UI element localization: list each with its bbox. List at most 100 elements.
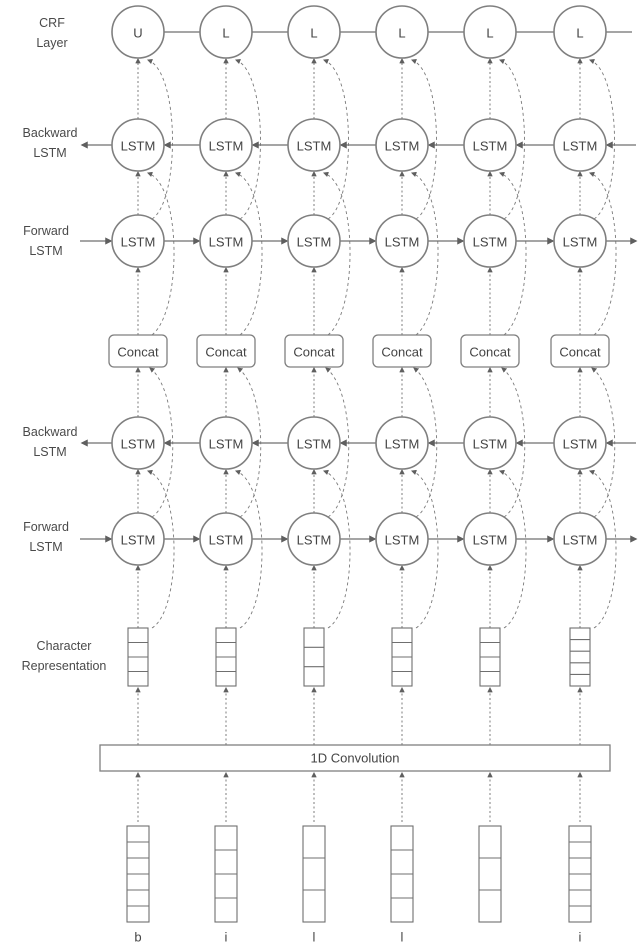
lstm-fwl-3-label: LSTM bbox=[385, 533, 420, 548]
convolution-box bbox=[99, 744, 611, 772]
skip-concat-bwu-0 bbox=[146, 171, 175, 336]
skip-fwl-concat-4 bbox=[501, 367, 526, 518]
lstm-fwu-4-circle bbox=[463, 214, 517, 268]
skip-fwu-crf-1 bbox=[234, 59, 261, 220]
skip-fwu-crf-5 bbox=[588, 59, 615, 220]
input-box-4 bbox=[478, 825, 502, 923]
lstm-bwl-0: LSTM bbox=[111, 416, 165, 470]
input-char-1: i bbox=[225, 930, 228, 945]
skip-fwl-concat-5 bbox=[591, 367, 616, 518]
skip-concat-bwu-5 bbox=[588, 171, 617, 336]
convolution-block: 1D Convolution bbox=[99, 744, 611, 772]
concat-label-4: Concat bbox=[469, 345, 511, 360]
crf-node-1-circle bbox=[199, 5, 253, 59]
backward-lower-label-line1: Backward bbox=[23, 425, 78, 439]
input-vector-1: i bbox=[214, 825, 238, 945]
crf-label-line2: Layer bbox=[36, 36, 67, 50]
crf-node-2-label: L bbox=[310, 26, 317, 41]
lstm-fwu-0: LSTM bbox=[111, 214, 165, 268]
input-vector-4 bbox=[478, 825, 502, 923]
lstm-bwu-4-label: LSTM bbox=[473, 139, 508, 154]
nodes: U LSTM LSTM LSTM LSTM Concat L LSTM LSTM LSTM LSTM… bbox=[108, 5, 610, 945]
concat-node-4: Concat bbox=[460, 334, 520, 368]
input-char-3: l bbox=[401, 930, 404, 945]
skip-char-bwl-4 bbox=[498, 469, 527, 629]
skip-char-bwl-1 bbox=[234, 469, 263, 629]
concat-node-3: Concat bbox=[372, 334, 432, 368]
lstm-bwl-5: LSTM bbox=[553, 416, 607, 470]
lstm-bwu-5: LSTM bbox=[553, 118, 607, 172]
lstm-fwl-4-label: LSTM bbox=[473, 533, 508, 548]
concat-node-5: Concat bbox=[550, 334, 610, 368]
lstm-bwu-2: LSTM bbox=[287, 118, 341, 172]
skip-char-bwl-2 bbox=[322, 469, 351, 629]
skip-char-bwl-0 bbox=[146, 469, 175, 629]
lstm-fwu-5-circle bbox=[553, 214, 607, 268]
crf-node-3: L bbox=[375, 5, 429, 59]
lstm-fwl-1-label: LSTM bbox=[209, 533, 244, 548]
skip-concat-bwu-4 bbox=[498, 171, 527, 336]
skip-char-bwl-3 bbox=[410, 469, 439, 629]
lstm-bwl-3-circle bbox=[375, 416, 429, 470]
lstm-fwu-2: LSTM bbox=[287, 214, 341, 268]
lstm-bwl-2-circle bbox=[287, 416, 341, 470]
skip-fwl-concat-3 bbox=[413, 367, 438, 518]
input-vector-5: i bbox=[568, 825, 592, 945]
lstm-bwl-5-circle bbox=[553, 416, 607, 470]
concat-box-0 bbox=[108, 334, 168, 368]
lstm-bwu-0: LSTM bbox=[111, 118, 165, 172]
input-char-0: b bbox=[134, 930, 141, 945]
char-rep-box-2 bbox=[303, 627, 325, 687]
lstm-fwl-5-label: LSTM bbox=[563, 533, 598, 548]
char-rep-vector-1 bbox=[215, 627, 237, 687]
lstm-bwu-0-circle bbox=[111, 118, 165, 172]
backward-upper-label-line2: LSTM bbox=[33, 146, 66, 160]
lstm-fwu-1-label: LSTM bbox=[209, 235, 244, 250]
forward-lower-label-line2: LSTM bbox=[29, 540, 62, 554]
concat-node-0: Concat bbox=[108, 334, 168, 368]
crf-node-1: L bbox=[199, 5, 253, 59]
lstm-fwl-5-circle bbox=[553, 512, 607, 566]
crf-node-2: L bbox=[287, 5, 341, 59]
crf-node-0-label: U bbox=[133, 26, 142, 41]
lstm-fwl-2-label: LSTM bbox=[297, 533, 332, 548]
lstm-bwu-3: LSTM bbox=[375, 118, 429, 172]
lstm-bwu-2-circle bbox=[287, 118, 341, 172]
crf-node-3-label: L bbox=[398, 26, 405, 41]
char-rep-vector-4 bbox=[479, 627, 501, 687]
skip-concat-bwu-2 bbox=[322, 171, 351, 336]
lstm-fwu-2-label: LSTM bbox=[297, 235, 332, 250]
char-rep-vector-2 bbox=[303, 627, 325, 687]
crf-node-4: L bbox=[463, 5, 517, 59]
lstm-bwl-0-circle bbox=[111, 416, 165, 470]
skip-fwu-crf-2 bbox=[322, 59, 349, 220]
concat-node-1: Concat bbox=[196, 334, 256, 368]
backward-lower-label-line2: LSTM bbox=[33, 445, 66, 459]
crf-node-5: L bbox=[553, 5, 607, 59]
lstm-fwl-0-circle bbox=[111, 512, 165, 566]
lstm-fwu-3-label: LSTM bbox=[385, 235, 420, 250]
lstm-bwl-2: LSTM bbox=[287, 416, 341, 470]
crf-node-4-circle bbox=[463, 5, 517, 59]
lstm-bwu-1-label: LSTM bbox=[209, 139, 244, 154]
crf-node-3-circle bbox=[375, 5, 429, 59]
lstm-bwu-1-circle bbox=[199, 118, 253, 172]
char-rep-vector-0 bbox=[127, 627, 149, 687]
forward-lower-label-line1: Forward bbox=[23, 520, 69, 534]
lstm-fwl-4: LSTM bbox=[463, 512, 517, 566]
lstm-bwu-5-circle bbox=[553, 118, 607, 172]
lstm-fwu-0-circle bbox=[111, 214, 165, 268]
lstm-fwu-4-label: LSTM bbox=[473, 235, 508, 250]
lstm-bwu-3-label: LSTM bbox=[385, 139, 420, 154]
lstm-fwu-3: LSTM bbox=[375, 214, 429, 268]
edges bbox=[80, 31, 638, 822]
lstm-fwl-2-circle bbox=[287, 512, 341, 566]
lstm-bwl-3-label: LSTM bbox=[385, 437, 420, 452]
concat-box-4 bbox=[460, 334, 520, 368]
crf-node-1-label: L bbox=[222, 26, 229, 41]
concat-box-5 bbox=[550, 334, 610, 368]
forward-upper-label-line2: LSTM bbox=[29, 244, 62, 258]
lstm-fwl-1: LSTM bbox=[199, 512, 253, 566]
input-char-5: i bbox=[579, 930, 582, 945]
